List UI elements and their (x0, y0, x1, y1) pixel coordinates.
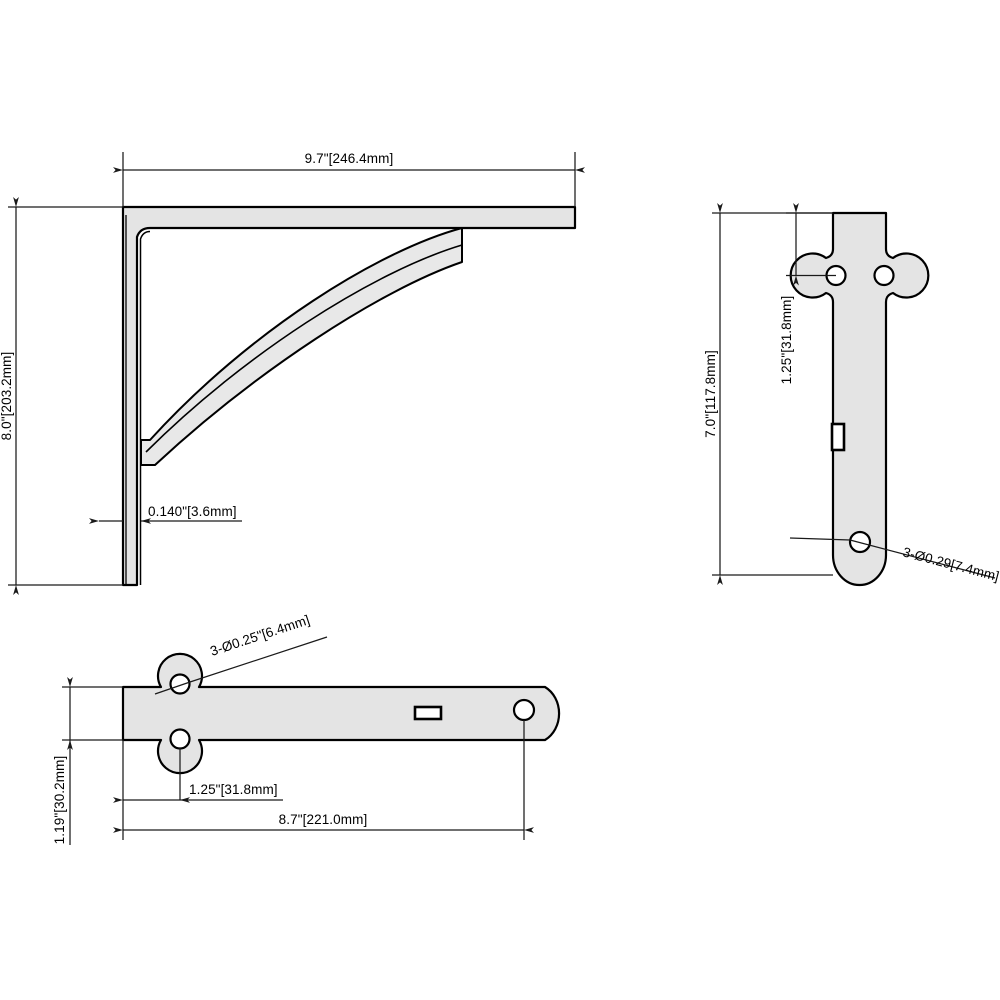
dim-label-plan-hole-pitch: 1.25"[31.8mm] (189, 782, 278, 797)
plan-view-slot (413, 705, 443, 721)
plan-view-body (121, 652, 561, 775)
dim-plan-width: 1.19"[30.2mm] (52, 677, 123, 845)
plan-view-hole-right (512, 698, 536, 722)
dim-label-plan-width: 1.19"[30.2mm] (52, 756, 67, 845)
view-plan: 3-Ø0.25"[6.4mm] 1.25"[31.8mm] 8.7"[221.0… (52, 612, 561, 845)
dim-label-thickness: 0.140"[3.6mm] (148, 504, 237, 519)
dim-label-end-height: 7.0"[117.8mm] (703, 350, 718, 438)
callout-end-hole-dia: 3-Ø0.29[7.4mm] (789, 537, 1000, 584)
dim-plan-length: 8.7"[221.0mm] (113, 720, 534, 840)
dim-label-end-hole-dia: 3-Ø0.29[7.4mm] (901, 544, 1000, 584)
dim-thickness: 0.140"[3.6mm] (89, 504, 242, 524)
end-view-slot (830, 422, 846, 452)
bracket-body (121, 205, 577, 587)
view-end-elevation: 7.0"[117.8mm] 1.25"[31.8mm] 3-Ø0.29[7.4m… (703, 203, 1000, 587)
plan-view-hole-top (169, 673, 191, 695)
dim-overall-height: 8.0"[203.2mm] (0, 197, 123, 595)
plan-view-hole-bottom (169, 728, 191, 750)
bracket-gusset (140, 227, 463, 466)
dim-end-hole-pitch: 1.25"[31.8mm] (779, 203, 836, 385)
view-side-elevation: 9.7"[246.4mm] 8.0"[203.2mm] 0.140"[3.6mm… (0, 151, 585, 595)
dim-label-end-hole-pitch: 1.25"[31.8mm] (779, 296, 794, 385)
end-view-hole-right (873, 264, 895, 287)
dim-label-plan-hole-dia: 3-Ø0.25"[6.4mm] (208, 612, 311, 659)
dim-label-overall-width: 9.7"[246.4mm] (305, 151, 394, 166)
dim-label-overall-height: 8.0"[203.2mm] (0, 352, 14, 441)
dim-overall-width: 9.7"[246.4mm] (113, 151, 585, 207)
end-view-body (789, 211, 930, 587)
dim-plan-hole-pitch: 1.25"[31.8mm] (113, 740, 283, 803)
dim-label-plan-length: 8.7"[221.0mm] (279, 812, 368, 827)
